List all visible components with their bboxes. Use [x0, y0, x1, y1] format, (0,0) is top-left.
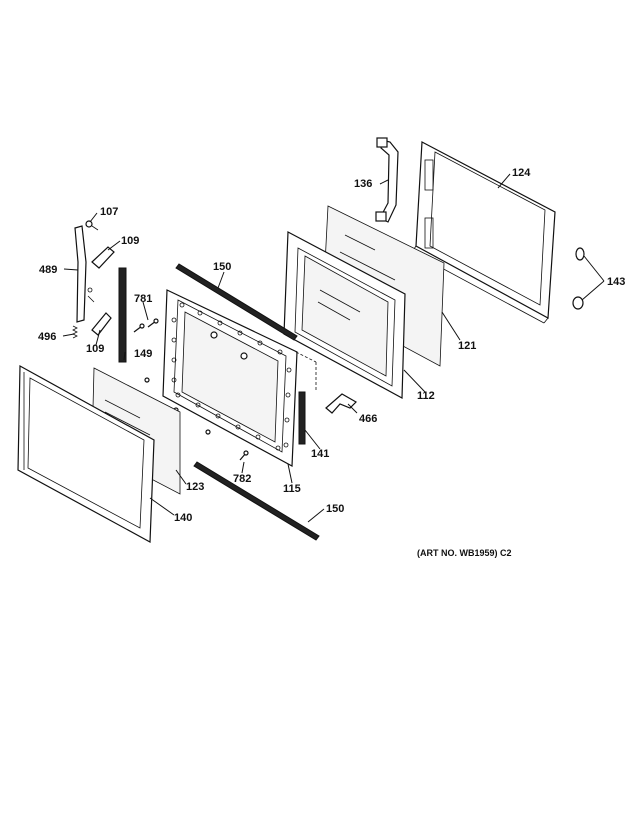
callout-121: 121	[458, 340, 476, 352]
part-150-bottom-gasket	[193, 461, 320, 541]
callout-496: 496	[38, 331, 56, 343]
part-781-screws	[133, 318, 159, 333]
part-143-spacers	[572, 247, 585, 310]
part-149-side-gasket	[118, 267, 127, 363]
callout-123: 123	[186, 481, 204, 493]
part-496-spring	[72, 325, 78, 339]
part-115-door-liner	[162, 289, 298, 467]
callout-141: 141	[311, 448, 329, 460]
art-number-caption: (ART NO. WB1959) C2	[417, 548, 512, 558]
part-782-screw	[239, 450, 249, 461]
part-136-handle	[375, 137, 399, 223]
callout-150-top: 150	[213, 261, 231, 273]
callout-150-bottom: 150	[326, 503, 344, 515]
callout-107: 107	[100, 206, 118, 218]
callout-labels: 107 109 489 781 496 109 149 150 136 124 …	[38, 167, 625, 558]
callout-115: 115	[283, 483, 301, 495]
part-140-door-frame	[17, 364, 155, 543]
callout-466: 466	[359, 413, 377, 425]
callout-112: 112	[417, 390, 435, 402]
callout-109-lower: 109	[86, 343, 104, 355]
callout-489: 489	[39, 264, 57, 276]
hinge-small-parts	[87, 287, 95, 303]
part-109-hinge-upper	[91, 246, 115, 269]
callout-149: 149	[134, 348, 152, 360]
part-150-top-gasket	[175, 263, 298, 341]
callout-124: 124	[512, 167, 531, 179]
leader-lines	[62, 173, 605, 523]
part-112-glass-frame	[283, 231, 406, 399]
part-124-outer-door-panel	[411, 141, 556, 324]
part-466-bracket	[325, 393, 357, 414]
alignment-lines	[295, 351, 317, 390]
callout-109-upper: 109	[121, 235, 139, 247]
callout-140: 140	[174, 512, 192, 524]
part-489-hinge-arm	[74, 225, 87, 323]
part-107-screw	[85, 220, 99, 231]
part-109-hinge-lower	[91, 312, 112, 336]
callout-781: 781	[134, 293, 152, 305]
part-141-side-gasket	[298, 391, 306, 445]
callout-143: 143	[607, 276, 625, 288]
callout-136: 136	[354, 178, 372, 190]
callout-782: 782	[233, 473, 251, 485]
